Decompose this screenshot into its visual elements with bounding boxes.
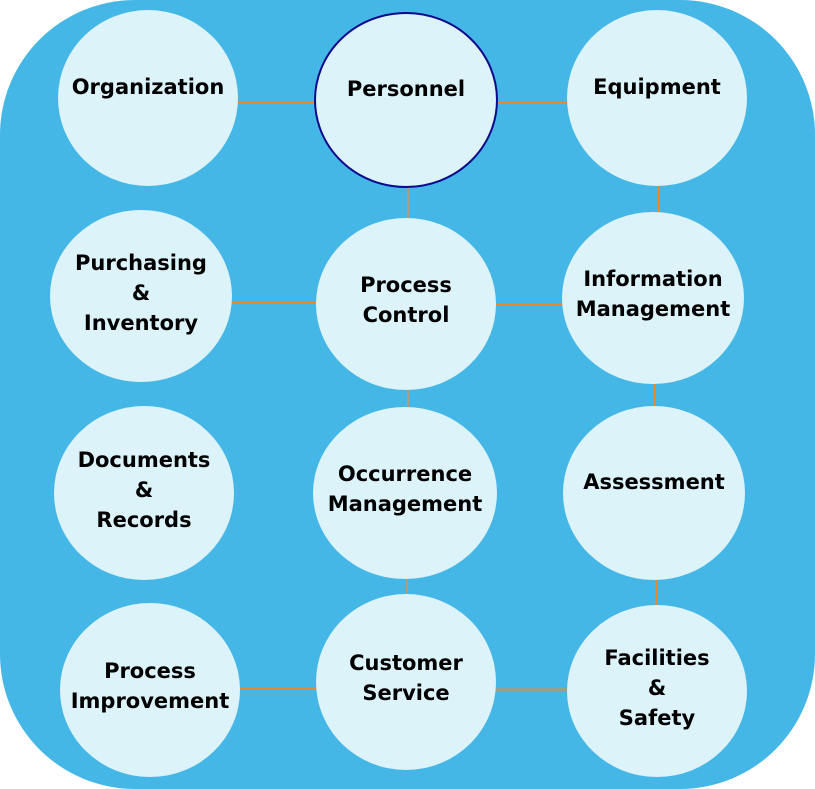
node-label: Process	[104, 659, 196, 683]
node-label: Personnel	[347, 77, 465, 101]
node-label: Assessment	[583, 470, 725, 494]
node-circle	[60, 603, 240, 777]
node-label: Control	[363, 303, 450, 327]
node-circle	[567, 10, 747, 186]
node-documents-records[interactable]: Documents & Records	[54, 406, 234, 580]
node-label: &	[135, 478, 153, 502]
node-facilities-safety[interactable]: Facilities & Safety	[567, 605, 747, 777]
node-label: Facilities	[604, 646, 709, 670]
node-label: Equipment	[593, 75, 721, 99]
node-label: Process	[360, 273, 452, 297]
node-purchasing-inventory[interactable]: Purchasing & Inventory	[50, 210, 232, 382]
node-label: Information	[583, 267, 722, 291]
node-circle	[54, 406, 234, 580]
node-circle	[314, 12, 498, 188]
node-assessment[interactable]: Assessment	[563, 406, 745, 580]
node-circle	[562, 212, 744, 384]
node-label: Inventory	[84, 311, 198, 335]
node-circle	[313, 407, 497, 579]
node-circle	[563, 406, 745, 580]
node-circle	[316, 594, 496, 770]
node-label: Purchasing	[75, 251, 207, 275]
node-equipment[interactable]: Equipment	[567, 10, 747, 186]
node-label: Customer	[349, 651, 463, 675]
node-circle	[316, 218, 496, 390]
node-label: &	[648, 676, 666, 700]
node-label: Management	[328, 492, 483, 516]
node-label: Management	[576, 297, 731, 321]
node-circle	[58, 10, 238, 186]
node-circle	[567, 605, 747, 777]
node-label: Records	[96, 508, 191, 532]
node-label: Improvement	[71, 689, 230, 713]
node-label: Service	[362, 681, 449, 705]
node-label: &	[132, 281, 150, 305]
node-circle	[50, 210, 232, 382]
nodes: Organization Personnel EquipmentPurchasing…	[50, 10, 747, 777]
node-personnel[interactable]: Personnel	[314, 12, 498, 188]
node-label: Documents	[78, 448, 211, 472]
node-organization[interactable]: Organization	[58, 10, 238, 186]
node-label: Occurrence	[338, 462, 472, 486]
node-label: Safety	[619, 706, 696, 730]
node-label: Organization	[72, 75, 225, 99]
